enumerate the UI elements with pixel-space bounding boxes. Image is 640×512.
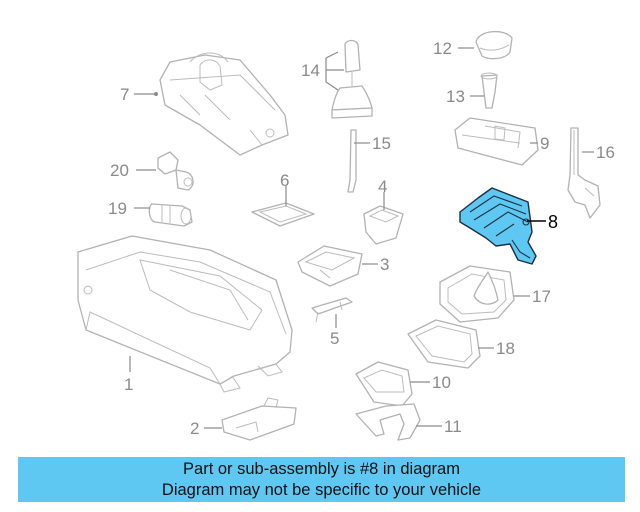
part-2-mount-bracket[interactable] bbox=[221, 397, 297, 441]
leader-lines bbox=[129, 47, 594, 429]
part-14-knob-boot[interactable] bbox=[331, 39, 373, 119]
info-banner: Part or sub-assembly is #8 in diagram Di… bbox=[18, 457, 625, 502]
part-18-trim-ring[interactable] bbox=[407, 319, 481, 369]
callout-7: 7 bbox=[120, 85, 129, 104]
callout-4: 4 bbox=[378, 177, 387, 196]
callout-labels: 1 2 3 4 5 6 7 8 9 10 11 12 13 14 15 16 1… bbox=[108, 39, 615, 438]
part-20-connector[interactable] bbox=[157, 151, 194, 191]
part-8-shift-mechanism[interactable] bbox=[459, 187, 537, 265]
callout-6: 6 bbox=[280, 171, 289, 190]
callout-17: 17 bbox=[532, 287, 551, 306]
part-9-indicator-bezel[interactable] bbox=[454, 117, 539, 166]
part-12-shift-knob[interactable] bbox=[475, 31, 513, 60]
part-16-shift-linkage[interactable] bbox=[567, 127, 601, 219]
part-1-center-console[interactable] bbox=[77, 235, 293, 393]
callout-16: 16 bbox=[596, 143, 615, 162]
part-10-cover[interactable] bbox=[355, 361, 413, 407]
callout-13: 13 bbox=[446, 87, 465, 106]
part-7-shifter-housing[interactable] bbox=[159, 52, 289, 156]
callout-1: 1 bbox=[124, 375, 133, 394]
callout-12: 12 bbox=[433, 39, 452, 58]
callout-2: 2 bbox=[190, 419, 199, 438]
parts-diagram: 1 2 3 4 5 6 7 8 9 10 11 12 13 14 15 16 1… bbox=[77, 31, 615, 441]
part-6-pad[interactable] bbox=[251, 202, 315, 227]
part-3-tray[interactable] bbox=[297, 245, 363, 287]
banner-line-2: Diagram may not be specific to your vehi… bbox=[161, 481, 482, 499]
banner-line-1: Part or sub-assembly is #8 in diagram bbox=[183, 460, 460, 478]
part-15-rod[interactable] bbox=[347, 129, 357, 193]
callout-8: 8 bbox=[548, 212, 558, 232]
callout-18: 18 bbox=[496, 339, 515, 358]
callout-11: 11 bbox=[444, 417, 462, 436]
part-17-boot-frame[interactable] bbox=[439, 265, 515, 323]
callout-15: 15 bbox=[372, 134, 391, 153]
callout-10: 10 bbox=[432, 373, 451, 392]
part-5-bracket[interactable] bbox=[311, 297, 353, 323]
callout-19: 19 bbox=[108, 199, 127, 218]
callout-5: 5 bbox=[330, 329, 339, 348]
callout-3: 3 bbox=[380, 255, 389, 274]
callout-20: 20 bbox=[110, 161, 129, 180]
callout-9: 9 bbox=[540, 134, 549, 153]
callout-14: 14 bbox=[301, 61, 320, 80]
part-4-small-bin[interactable] bbox=[363, 205, 404, 245]
part-11-frame[interactable] bbox=[355, 403, 421, 441]
part-13-knob-shaft[interactable] bbox=[480, 72, 498, 109]
part-19-socket[interactable] bbox=[148, 203, 193, 227]
